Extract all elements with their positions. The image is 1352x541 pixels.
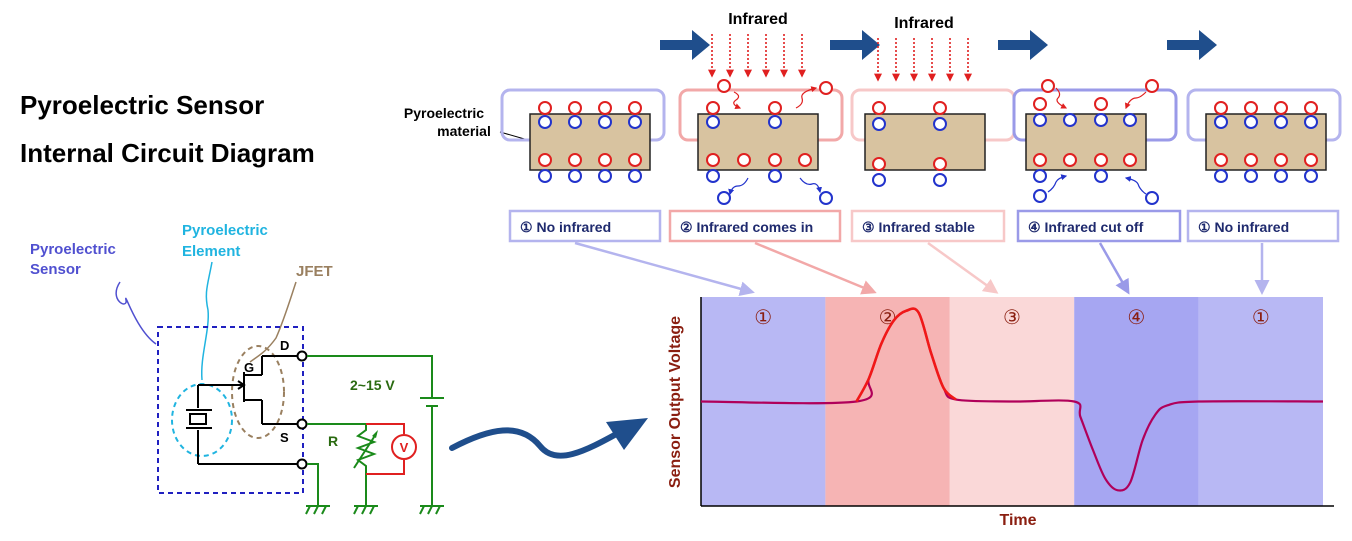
chart-region-label-1: ① bbox=[754, 305, 772, 329]
stage-text-1: No infrared bbox=[536, 219, 611, 235]
stage-label-3: ③ Infrared stable bbox=[850, 209, 1006, 243]
pin-s: S bbox=[280, 430, 289, 445]
svg-text:② Infrared comes in: ② Infrared comes in bbox=[680, 219, 813, 235]
chart-region-label-5: ① bbox=[1252, 305, 1270, 329]
flow-arrow bbox=[660, 30, 710, 60]
stage-4-diagram bbox=[1012, 79, 1178, 205]
terminal-d bbox=[296, 350, 308, 362]
positive-pulse-line bbox=[855, 307, 957, 403]
resistor-label: R bbox=[328, 433, 338, 449]
pin-g: G bbox=[244, 360, 254, 375]
svg-text:③ Infrared stable: ③ Infrared stable bbox=[862, 219, 975, 235]
chart-lines bbox=[700, 307, 1324, 492]
external-wiring bbox=[307, 355, 444, 506]
stage-label-4: ④ Infrared cut off bbox=[1016, 209, 1182, 243]
sensor-label-1: Pyroelectric bbox=[30, 241, 116, 258]
voltmeter bbox=[366, 423, 417, 475]
infrared-label-1: Infrared bbox=[728, 11, 788, 28]
sensor-leader bbox=[115, 281, 157, 345]
stage-num-5: ① bbox=[1198, 219, 1211, 235]
element-label-1: Pyroelectric bbox=[182, 222, 268, 239]
svg-text:① No infrared: ① No infrared bbox=[1198, 219, 1289, 235]
svg-text:④ Infrared cut off: ④ Infrared cut off bbox=[1028, 219, 1144, 235]
chart-region-labels: ① ② ③ ④ ① bbox=[754, 305, 1270, 329]
flow-arrow bbox=[830, 30, 880, 60]
infrared-rays-2 bbox=[874, 38, 972, 82]
title-line-2: Internal Circuit Diagram bbox=[20, 138, 315, 168]
stage-to-chart-arrows bbox=[574, 241, 1270, 297]
sensor-box bbox=[157, 326, 304, 494]
stage-num-1: ① bbox=[520, 219, 533, 235]
jfet-ellipse bbox=[231, 345, 285, 439]
sensor-label-2: Sensor bbox=[30, 261, 81, 278]
circuit-to-chart-arrowhead bbox=[606, 418, 648, 450]
element-symbol bbox=[186, 385, 212, 464]
terminal-gnd bbox=[296, 458, 308, 470]
flow-arrows bbox=[660, 30, 1217, 60]
stage-num-4: ④ bbox=[1028, 219, 1041, 235]
svg-text:① No infrared: ① No infrared bbox=[520, 219, 611, 235]
stage-label-1: ① No infrared bbox=[508, 209, 662, 243]
stage-1-diagram bbox=[500, 88, 666, 183]
stage-3-diagram bbox=[850, 88, 1016, 187]
jfet-symbol bbox=[234, 356, 263, 424]
output-chart: ① ② ③ ④ ① Time Sensor Output Voltage bbox=[667, 297, 1334, 529]
stage-5-diagram bbox=[1186, 88, 1342, 183]
stage-text-4: Infrared cut off bbox=[1044, 219, 1143, 235]
circuit: Pyroelectric Sensor Pyroelectric Element… bbox=[30, 222, 444, 515]
x-axis-label: Time bbox=[999, 512, 1036, 529]
chart-region-label-3: ③ bbox=[1003, 305, 1021, 329]
stage-text-5: No infrared bbox=[1214, 219, 1289, 235]
chart-region-label-2: ② bbox=[879, 305, 897, 329]
voltmeter-label: V bbox=[400, 440, 409, 455]
y-axis-label: Sensor Output Voltage bbox=[667, 316, 684, 488]
infrared-rays-1 bbox=[708, 34, 806, 78]
element-label-2: Element bbox=[182, 243, 240, 260]
stage-text-2: Infrared comes in bbox=[696, 219, 813, 235]
pin-d: D bbox=[280, 338, 289, 353]
flow-arrow bbox=[998, 30, 1048, 60]
ground-symbols bbox=[305, 505, 444, 515]
stage-2-diagram bbox=[678, 79, 844, 205]
jfet-leader bbox=[249, 281, 297, 363]
stage-text-3: Infrared stable bbox=[878, 219, 975, 235]
element-leader bbox=[200, 261, 213, 381]
stage-num-2: ② bbox=[680, 219, 693, 235]
title-line-1: Pyroelectric Sensor bbox=[20, 90, 264, 120]
flow-arrow bbox=[1167, 30, 1217, 60]
stage-num-3: ③ bbox=[862, 219, 875, 235]
terminal-s bbox=[296, 418, 308, 430]
stage-label-5: ① No infrared bbox=[1186, 209, 1340, 243]
material-label-1: Pyroelectric bbox=[404, 105, 484, 121]
stage-label-2: ② Infrared comes in bbox=[668, 209, 842, 243]
infrared-label-2: Infrared bbox=[894, 15, 954, 32]
material-label-2: material bbox=[437, 123, 491, 139]
circuit-to-chart-arrow bbox=[449, 427, 623, 459]
jfet-label: JFET bbox=[296, 263, 333, 280]
charges bbox=[538, 101, 642, 183]
chart-region-label-4: ④ bbox=[1127, 305, 1145, 329]
voltage-label: 2~15 V bbox=[350, 377, 395, 393]
